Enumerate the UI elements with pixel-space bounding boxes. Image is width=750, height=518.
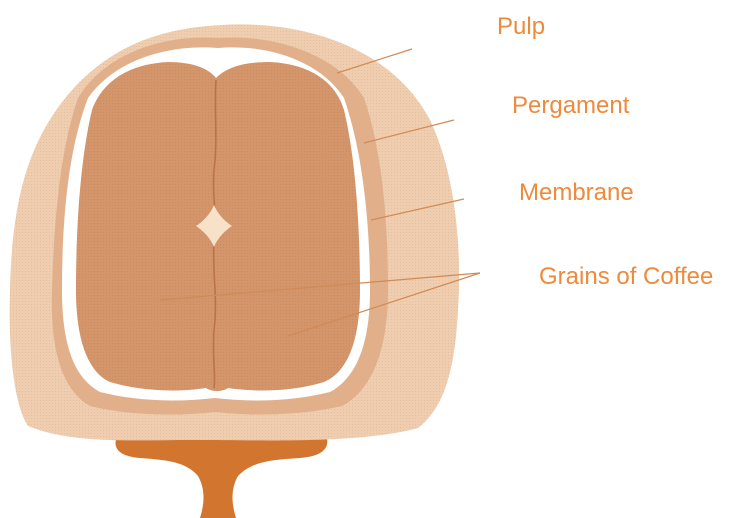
label-pulp: Pulp [497, 15, 545, 39]
label-membrane: Membrane [519, 181, 634, 205]
stem [116, 430, 328, 518]
label-grains-of-coffee: Grains of Coffee [539, 265, 713, 289]
label-pergament: Pergament [512, 94, 629, 118]
